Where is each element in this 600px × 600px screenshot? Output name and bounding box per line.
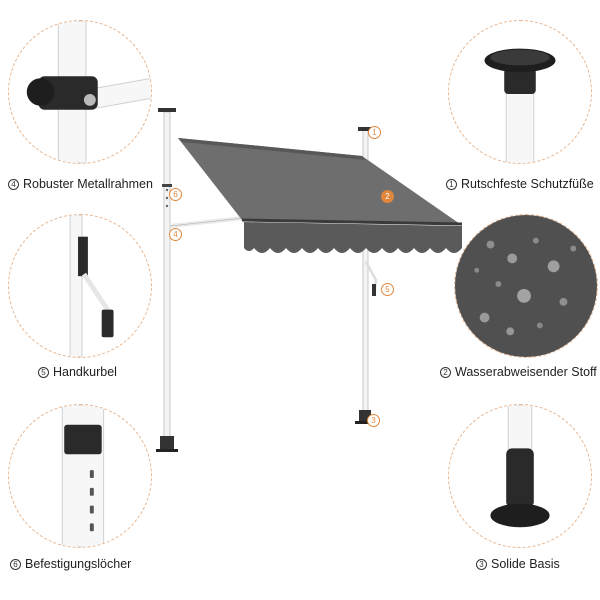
caption-number: 5 <box>38 366 49 378</box>
caption-text: Wasserabweisender Stoff <box>455 365 597 379</box>
marker-5: 5 <box>381 283 394 296</box>
caption-1: 1 Rutschfeste Schutzfüße <box>446 176 594 192</box>
solid-base-image <box>490 405 550 528</box>
detail-circle-base <box>448 404 592 548</box>
caption-number: 4 <box>8 178 19 190</box>
caption-2: 2 Wasserabweisender Stoff <box>440 364 597 380</box>
caption-6: 6 Befestigungslöcher <box>10 556 131 572</box>
detail-circle-holes <box>8 404 152 548</box>
caption-text: Robuster Metallrahmen <box>23 177 153 191</box>
marker-1: 1 <box>368 126 381 139</box>
caption-number: 3 <box>476 558 487 570</box>
caption-4: 4 Robuster Metallrahmen <box>8 176 153 192</box>
detail-circle-feet <box>448 20 592 164</box>
frame-clamp-image <box>26 21 151 163</box>
caption-5: 5 Handkurbel <box>38 364 117 380</box>
water-drops-fabric-image <box>455 215 597 357</box>
caption-number: 1 <box>446 178 457 190</box>
caption-text: Solide Basis <box>491 557 560 571</box>
marker-4: 4 <box>169 228 182 241</box>
hand-crank-image <box>69 215 114 357</box>
detail-circle-fabric <box>454 214 598 358</box>
caption-text: Handkurbel <box>53 365 117 379</box>
caption-text: Rutschfeste Schutzfüße <box>461 177 594 191</box>
marker-6: 6 <box>169 188 182 201</box>
protective-foot-image <box>484 48 556 163</box>
caption-3: 3 Solide Basis <box>476 556 560 572</box>
mounting-holes-image <box>61 405 105 547</box>
marker-2: 2 <box>381 190 394 203</box>
caption-number: 2 <box>440 366 451 378</box>
detail-circle-frame <box>8 20 152 164</box>
marker-3: 3 <box>367 414 380 427</box>
detail-circle-crank <box>8 214 152 358</box>
caption-number: 6 <box>10 558 21 570</box>
caption-text: Befestigungslöcher <box>25 557 132 571</box>
